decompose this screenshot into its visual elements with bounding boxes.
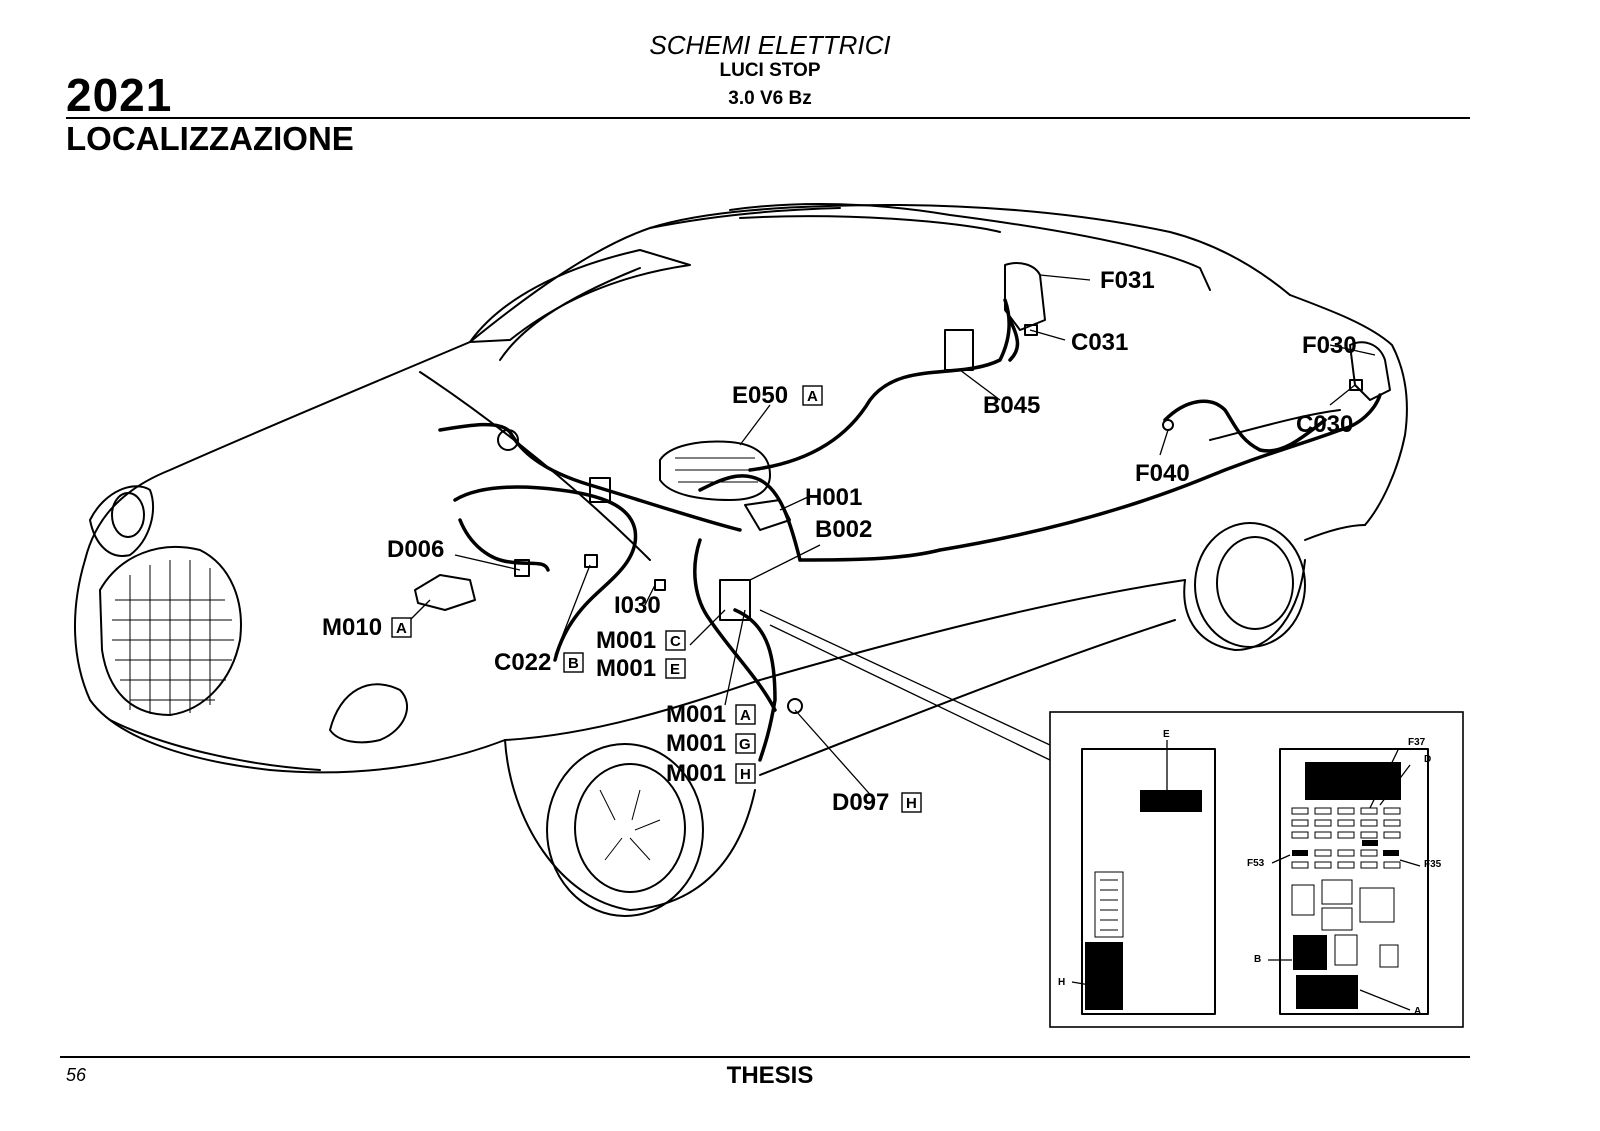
component-code: M001 <box>596 627 656 654</box>
component-code: M001 <box>666 760 726 787</box>
label-b045: B045 <box>983 392 1040 419</box>
inset-label-a: A <box>1414 1006 1421 1017</box>
wiring-harness <box>438 298 1382 762</box>
label-i030: I030 <box>614 592 661 619</box>
component-code: I030 <box>614 592 661 619</box>
connector-box <box>665 630 686 651</box>
connector-letter: H <box>906 795 917 812</box>
label-d097: D097 H <box>832 789 922 816</box>
inset-left-panel: E H <box>1058 729 1216 1015</box>
connector-box <box>802 385 823 406</box>
component-code: D006 <box>387 536 444 563</box>
component-code: M010 <box>322 614 382 641</box>
footer-rule <box>60 1056 1470 1058</box>
inset-label-f35: F35 <box>1424 859 1442 870</box>
header-rule <box>66 117 1470 119</box>
label-m001-e: M001 E <box>596 655 686 682</box>
connector-box <box>901 792 922 813</box>
diagram-title: LUCI STOP <box>719 60 821 81</box>
diagram-code: 2021 <box>66 69 173 121</box>
inset-label-f37: F37 <box>1408 737 1426 748</box>
label-m001-a: M001 A <box>666 701 756 728</box>
connector-letter: A <box>807 388 818 405</box>
connector-letter: H <box>740 766 751 783</box>
label-b002: B002 <box>815 516 872 543</box>
leader-lines <box>409 274 1376 801</box>
label-f040: F040 <box>1135 460 1190 487</box>
inset-label-f53: F53 <box>1247 858 1265 869</box>
component-code: C022 <box>494 649 551 676</box>
connector-box <box>665 658 686 679</box>
label-f030: F030 <box>1302 332 1357 359</box>
component-code: B045 <box>983 392 1040 419</box>
label-f031: F031 <box>1100 267 1155 294</box>
component-code: M001 <box>666 701 726 728</box>
component-code: C030 <box>1296 411 1353 438</box>
label-c030: C030 <box>1296 411 1353 438</box>
connector-box <box>735 763 756 784</box>
connector-box <box>391 617 412 638</box>
component-code: F040 <box>1135 460 1190 487</box>
inset-fuse-grid <box>1291 807 1401 968</box>
label-h001: H001 <box>805 484 862 511</box>
junction-box-inset: E H <box>1049 711 1464 1028</box>
inset-label-d: D <box>1424 754 1431 765</box>
car-outline <box>73 202 1408 917</box>
connector-box <box>563 652 584 673</box>
component-labels: F031 C031 F030 B045 E050 A C030 F040 H00… <box>322 267 1357 816</box>
connector-letter: C <box>670 633 681 650</box>
connector-letter: A <box>740 707 751 724</box>
page-number: 56 <box>66 1065 87 1085</box>
section-title: LOCALIZZAZIONE <box>66 120 354 157</box>
component-code: E050 <box>732 382 788 409</box>
inset-right-panel: F37 D F53 F35 B A <box>1247 737 1442 1017</box>
connector-letter: G <box>739 736 751 753</box>
connector-box <box>735 733 756 754</box>
label-m001-c: M001 C <box>596 627 686 654</box>
connector-box <box>735 704 756 725</box>
inset-label-b: B <box>1254 954 1261 965</box>
component-code: F031 <box>1100 267 1155 294</box>
components <box>414 262 1391 714</box>
component-code: M001 <box>596 655 656 682</box>
label-c022: C022 B <box>494 649 584 676</box>
component-code: F030 <box>1302 332 1357 359</box>
label-d006: D006 <box>387 536 444 563</box>
label-e050: E050 A <box>732 382 823 409</box>
label-c031: C031 <box>1071 329 1128 356</box>
component-code: D097 <box>832 789 889 816</box>
label-m001-h: M001 H <box>666 760 756 787</box>
component-code: C031 <box>1071 329 1128 356</box>
label-m001-g: M001 G <box>666 730 756 757</box>
engine-variant: 3.0 V6 Bz <box>728 88 812 109</box>
label-m010: M010 A <box>322 614 412 641</box>
connector-letter: E <box>670 661 680 678</box>
connector-letter: B <box>568 655 579 672</box>
component-code: B002 <box>815 516 872 543</box>
inset-label-e: E <box>1163 729 1170 740</box>
component-code: M001 <box>666 730 726 757</box>
vehicle-model: THESIS <box>726 1062 814 1089</box>
inset-label-h: H <box>1058 977 1065 988</box>
document-category: SCHEMI ELETTRICI <box>649 30 891 60</box>
connector-letter: A <box>396 620 407 637</box>
component-code: H001 <box>805 484 862 511</box>
